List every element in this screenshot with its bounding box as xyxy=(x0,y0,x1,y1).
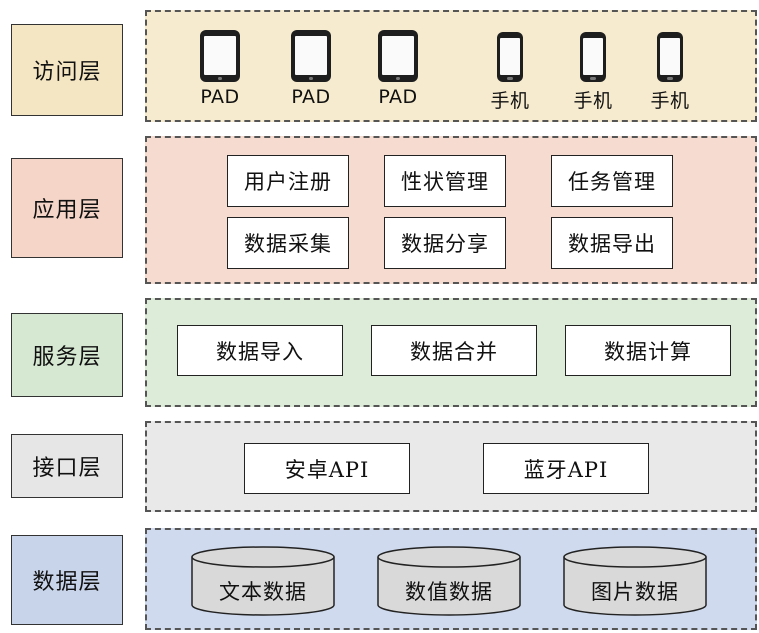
module-data-collection: 数据采集 xyxy=(227,217,349,269)
module-data-compute: 数据计算 xyxy=(565,325,731,376)
module-task-management: 任务管理 xyxy=(551,155,673,207)
module-data-sharing: 数据分享 xyxy=(384,217,506,269)
tablet-icon xyxy=(291,30,331,82)
device-pad-3: PAD xyxy=(376,30,420,108)
module-trait-management: 性状管理 xyxy=(384,155,506,207)
device-label: PAD xyxy=(291,86,331,108)
store-numeric-data: 数值数据 xyxy=(376,545,522,617)
tablet-icon xyxy=(378,30,418,82)
layer-label-service: 服务层 xyxy=(11,313,123,397)
phone-icon xyxy=(657,32,683,82)
module-user-register: 用户注册 xyxy=(227,155,349,207)
device-label: PAD xyxy=(378,86,418,108)
device-label: PAD xyxy=(200,86,240,108)
phone-icon xyxy=(580,32,606,82)
layer-label-data: 数据层 xyxy=(11,535,123,625)
store-label: 数值数据 xyxy=(405,580,493,604)
store-image-data: 图片数据 xyxy=(562,545,708,617)
store-text-data: 文本数据 xyxy=(190,545,336,617)
layer-panel-interface xyxy=(145,421,757,512)
device-phone-3: 手机 xyxy=(648,32,692,113)
device-pad-1: PAD xyxy=(198,30,242,108)
phone-icon xyxy=(497,32,523,82)
layer-label-interface: 接口层 xyxy=(11,434,123,498)
module-data-export: 数据导出 xyxy=(551,217,673,269)
device-label: 手机 xyxy=(490,90,530,112)
device-label: 手机 xyxy=(650,90,690,112)
module-data-import: 数据导入 xyxy=(177,325,343,376)
database-cylinder-icon xyxy=(191,546,335,616)
store-label: 文本数据 xyxy=(219,580,307,604)
module-data-merge: 数据合并 xyxy=(371,325,537,376)
device-phone-1: 手机 xyxy=(488,32,532,113)
database-cylinder-icon xyxy=(563,546,707,616)
store-label: 图片数据 xyxy=(591,580,679,604)
database-cylinder-icon xyxy=(377,546,521,616)
module-bluetooth-api: 蓝牙API xyxy=(483,443,649,494)
layer-label-access: 访问层 xyxy=(11,24,123,116)
layer-label-application: 应用层 xyxy=(11,158,123,258)
device-pad-2: PAD xyxy=(289,30,333,108)
device-label: 手机 xyxy=(573,90,613,112)
module-android-api: 安卓API xyxy=(244,443,410,494)
device-phone-2: 手机 xyxy=(571,32,615,113)
layer-panel-access xyxy=(145,10,757,122)
tablet-icon xyxy=(200,30,240,82)
